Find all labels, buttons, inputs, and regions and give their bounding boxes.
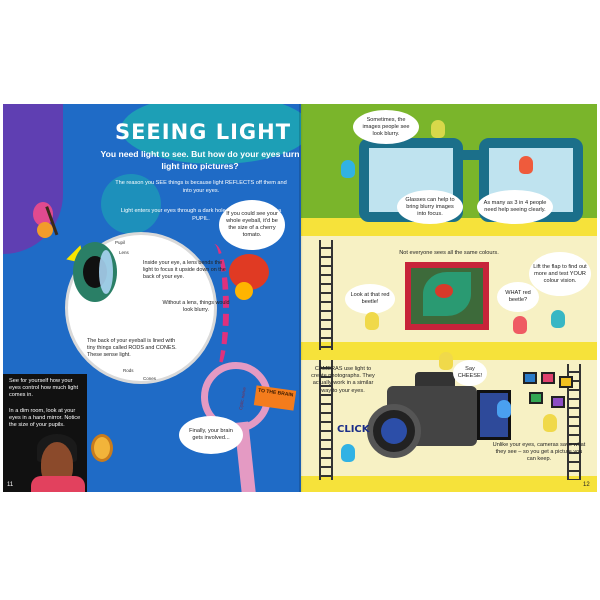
lens-shape (99, 250, 113, 294)
character-illustration (551, 310, 565, 328)
glasses-bridge (457, 150, 487, 160)
floor-strip (301, 476, 597, 492)
lens-explanation: Inside your eye, a lens bends the light … (143, 260, 226, 280)
picture-frame (551, 396, 565, 408)
character-illustration (543, 414, 557, 432)
camera-top (415, 372, 455, 390)
click-sound-text: CLICK (337, 424, 370, 435)
book-spread: SEEING LIGHT You need light to see. But … (3, 104, 597, 492)
character-illustration (497, 400, 511, 418)
rods-cones-explanation: The back of your eyeball is lined with t… (87, 338, 177, 358)
speech-bubble-cheese: Say CHEESE! (453, 360, 487, 386)
character-illustration (513, 316, 527, 334)
cameras-save-text: Unlike your eyes, cameras save what they… (492, 442, 586, 463)
character-illustration (519, 156, 533, 174)
picture-frame (559, 376, 573, 388)
speech-bubble-beetle: Look at that red beetle! (345, 284, 395, 314)
speech-bubble-statistic: As many as 3 in 4 people need help seein… (477, 190, 553, 224)
speech-bubble-blurry: Sometimes, the images people see look bl… (353, 110, 419, 144)
activity-text-1: See for yourself how your eyes control h… (9, 378, 79, 399)
page-number-right: 12 (583, 482, 590, 488)
blurry-explanation: Without a lens, things would look blurry… (162, 300, 230, 313)
flap-prompt-bubble[interactable]: Lift the flap to find out more and test … (529, 252, 591, 296)
colours-caption: Not everyone sees all the same colours. (399, 250, 499, 256)
character-illustration (341, 160, 355, 178)
ladder-illustration (567, 364, 581, 480)
picture-frame (529, 392, 543, 404)
page-number-left: 11 (7, 482, 14, 488)
cameras-text: CAMERAS use light to create photographs.… (311, 366, 375, 394)
flower-illustration (235, 282, 253, 300)
ladder-illustration (319, 360, 333, 480)
speech-bubble-what-beetle: WHAT red beetle? (497, 282, 539, 312)
label-rods: Rods (123, 368, 134, 373)
teal-blob-small (101, 174, 161, 234)
character-illustration (439, 352, 453, 370)
paragraph-pupil: Light enters your eyes through a dark ho… (120, 208, 282, 222)
character-illustration (431, 120, 445, 138)
camera-lens-glass (381, 418, 407, 444)
red-beetle-illustration (435, 284, 453, 298)
left-page: SEEING LIGHT You need light to see. But … (3, 104, 301, 492)
picture-frame (523, 372, 537, 384)
speech-bubble-glasses: Glasses can help to bring blurry images … (397, 190, 463, 224)
paragraph-reflect: The reason you SEE things is because lig… (115, 180, 287, 194)
girl-shirt (31, 476, 85, 492)
intro-text: You need light to see. But how do your e… (100, 149, 300, 171)
character-illustration (365, 312, 379, 330)
butterfly-illustration (33, 202, 59, 238)
activity-text-2: In a dim room, look at your eyes in a ha… (9, 408, 81, 429)
right-page: Sometimes, the images people see look bl… (301, 104, 597, 492)
speech-bubble-cherry: If you could see your whole eyeball, it'… (219, 200, 285, 250)
ladder-illustration (319, 240, 333, 350)
speech-bubble-brain: Finally, your brain gets involved... (179, 416, 243, 454)
character-illustration (341, 444, 355, 462)
retina-cells (199, 244, 229, 374)
teal-blob (121, 104, 301, 164)
page-title: SEEING LIGHT (114, 120, 292, 144)
floor-strip (301, 342, 597, 360)
book-gutter (299, 104, 303, 492)
picture-frame (541, 372, 555, 384)
label-lens: Lens (119, 250, 129, 255)
label-pupil: Pupil (115, 240, 126, 245)
hand-mirror-illustration (91, 434, 113, 462)
label-cones: Cones (143, 376, 157, 381)
